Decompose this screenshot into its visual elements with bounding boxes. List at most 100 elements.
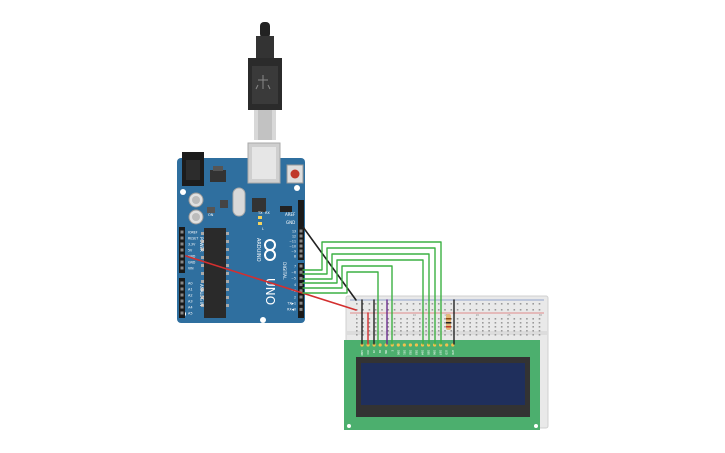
digital-pin[interactable] bbox=[299, 254, 303, 258]
lcd-pin[interactable] bbox=[445, 343, 449, 347]
lcd-pin[interactable] bbox=[378, 343, 382, 347]
analog-pin[interactable] bbox=[180, 287, 184, 291]
lcd-pin[interactable] bbox=[408, 343, 412, 347]
digital-pin[interactable] bbox=[299, 276, 303, 280]
lcd-pin[interactable] bbox=[414, 343, 419, 347]
analog-pin[interactable] bbox=[180, 293, 184, 297]
power-pin-label: VIN bbox=[188, 267, 194, 271]
lcd-pin-label: DB3 bbox=[414, 350, 417, 355]
digital-pin-label: TX▶1 bbox=[286, 302, 296, 306]
column-number: 10 bbox=[413, 313, 417, 317]
wires[interactable] bbox=[185, 226, 455, 345]
power-pin[interactable] bbox=[180, 236, 184, 240]
digital-pin[interactable] bbox=[299, 301, 303, 305]
lcd-pin[interactable] bbox=[396, 343, 400, 347]
lcd-pin-label: DB2 bbox=[408, 350, 411, 355]
digital-pin-label: ~6 bbox=[291, 271, 296, 275]
analog-pin-label: A5 bbox=[188, 312, 193, 316]
atmega-chip bbox=[204, 228, 226, 318]
analog-pin-label: A1 bbox=[188, 288, 193, 292]
lcd-pin[interactable] bbox=[372, 343, 376, 347]
digital-pin-label: 7 bbox=[294, 264, 296, 268]
wire-gnd[interactable] bbox=[302, 226, 357, 301]
analog-pin-label: A4 bbox=[188, 306, 193, 310]
wire-d2[interactable] bbox=[302, 271, 379, 345]
digital-pin-label: ~5 bbox=[291, 277, 296, 281]
lcd-pin-label: DB4 bbox=[421, 350, 424, 355]
digital-pin[interactable] bbox=[299, 283, 303, 287]
power-pin[interactable] bbox=[180, 242, 184, 246]
aref-label: AREF bbox=[285, 212, 296, 217]
rx-label: RX bbox=[265, 211, 270, 215]
digital-pin[interactable] bbox=[299, 295, 303, 299]
lcd-pin-label: DB1 bbox=[402, 350, 405, 355]
column-number: 25 bbox=[507, 313, 511, 317]
lcd-pin-label: V0 bbox=[372, 350, 375, 354]
column-number: 15 bbox=[444, 313, 448, 317]
power-pin[interactable] bbox=[180, 254, 184, 258]
column-number: 20 bbox=[476, 313, 480, 317]
power-pin-label: 5V bbox=[188, 249, 193, 253]
analog-pin[interactable] bbox=[180, 281, 184, 285]
digital-pin-label: RX◀0 bbox=[287, 308, 296, 312]
lcd-pin-label: DB6 bbox=[433, 350, 436, 355]
lcd-screen bbox=[361, 363, 525, 405]
analog-label: ANALOG IN bbox=[199, 284, 204, 306]
digital-pin-label: ~9 bbox=[291, 249, 296, 253]
arduino-uno-board[interactable]: UNO ARDUINO DIGITAL POWER ANALOG IN AREF… bbox=[177, 142, 305, 323]
digital-pin-label: ~3 bbox=[291, 289, 296, 293]
digital-pin[interactable] bbox=[299, 289, 303, 293]
lcd-pin-label: DB7 bbox=[439, 350, 442, 355]
wire-d3[interactable] bbox=[302, 265, 393, 345]
digital-pin[interactable] bbox=[299, 270, 303, 274]
lcd-pin[interactable] bbox=[366, 343, 370, 347]
wire-d11[interactable] bbox=[302, 247, 436, 345]
digital-pin[interactable] bbox=[299, 239, 303, 243]
power-pin[interactable] bbox=[180, 248, 184, 252]
lcd-pin-label: RW bbox=[384, 350, 387, 355]
usb-cable[interactable] bbox=[248, 22, 282, 140]
digital-pin[interactable] bbox=[299, 264, 303, 268]
resistor[interactable] bbox=[446, 314, 451, 330]
digital-pin-label: 13 bbox=[292, 229, 296, 233]
digital-pin[interactable] bbox=[299, 229, 303, 233]
analog-pin[interactable] bbox=[180, 311, 184, 315]
power-pin-label: IOREF bbox=[188, 231, 198, 235]
power-pin[interactable] bbox=[180, 266, 184, 270]
lcd-pin-label: RS bbox=[378, 350, 381, 354]
breadboard-holes[interactable] bbox=[356, 303, 541, 336]
digital-pin-label: 2 bbox=[294, 295, 296, 299]
digital-pin[interactable] bbox=[299, 234, 303, 238]
power-label: POWER bbox=[199, 237, 204, 252]
wire-5v[interactable] bbox=[185, 255, 357, 311]
power-pin-label: 3.3V bbox=[188, 243, 196, 247]
digital-pin[interactable] bbox=[299, 307, 303, 311]
power-pin[interactable] bbox=[180, 260, 184, 264]
on-label: ON bbox=[208, 213, 214, 217]
lcd-pin[interactable] bbox=[360, 343, 364, 347]
lcd-pin-label: DB5 bbox=[427, 350, 430, 355]
digital-pin[interactable] bbox=[299, 244, 303, 248]
lcd-pin[interactable] bbox=[402, 343, 406, 347]
wire-d5[interactable] bbox=[302, 253, 430, 345]
power-pin-label: GND bbox=[188, 261, 196, 265]
lcd-pin-label: LED bbox=[451, 350, 454, 355]
analog-pin-label: A0 bbox=[188, 282, 193, 286]
analog-header bbox=[179, 278, 185, 318]
digital-label: DIGITAL bbox=[281, 262, 287, 280]
analog-pin[interactable] bbox=[180, 299, 184, 303]
analog-pin[interactable] bbox=[180, 305, 184, 309]
power-pin-label: GND bbox=[188, 255, 196, 259]
lcd-pin-label: VCC bbox=[366, 350, 369, 355]
wire-d12[interactable] bbox=[302, 241, 442, 345]
wire-d4[interactable] bbox=[302, 259, 424, 345]
analog-pin-label: A3 bbox=[188, 300, 193, 304]
digital-pin[interactable] bbox=[299, 249, 303, 253]
power-pin[interactable] bbox=[180, 230, 184, 234]
brand-label: ARDUINO bbox=[255, 238, 261, 262]
lcd-pin-label: LED bbox=[445, 350, 448, 355]
usb-symbol-icon bbox=[255, 75, 271, 90]
